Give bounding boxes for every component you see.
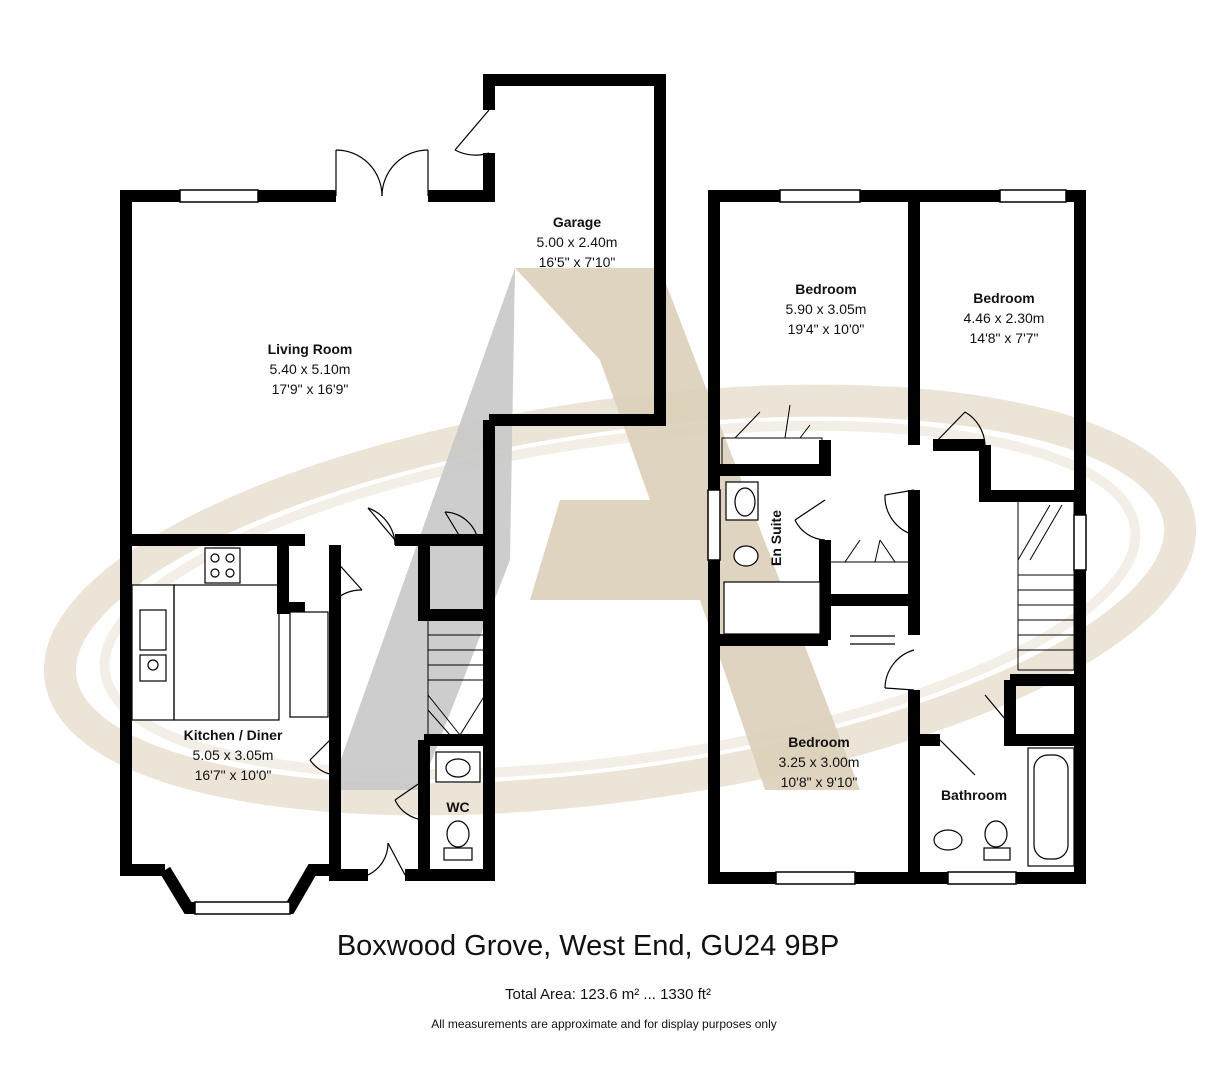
bedroom-2-imperial: 14'8" x 7'7" (970, 330, 1039, 346)
property-address: Boxwood Grove, West End, GU24 9BP (336, 930, 840, 962)
bathroom-label: Bathroom (941, 787, 1007, 803)
garage-imperial: 16'5" x 7'10" (539, 254, 616, 270)
windows-first (707, 189, 1087, 885)
bedroom-2-metric: 4.46 x 2.30m (964, 310, 1045, 326)
bathroom-fittings (933, 747, 1075, 867)
first-floor (707, 189, 1087, 885)
living-room-label: Living Room (268, 341, 353, 357)
bedroom-2-label: Bedroom (973, 290, 1034, 306)
disclaimer: All measurements are approximate and for… (431, 1017, 777, 1031)
wc-label: WC (446, 799, 469, 815)
garage-label: Garage (553, 214, 601, 230)
bedroom-3-metric: 3.25 x 3.00m (779, 754, 860, 770)
bedroom-1-label: Bedroom (795, 281, 856, 297)
wardrobes (721, 404, 913, 597)
kitchen-metric: 5.05 x 3.05m (193, 747, 274, 763)
bedroom-1-imperial: 19'4" x 10'0" (788, 321, 865, 337)
stairs-first (1017, 499, 1075, 671)
first-door-swings (794, 411, 1011, 776)
living-room-imperial: 17'9" x 16'9" (272, 381, 349, 397)
ensuite-label: En Suite (768, 510, 784, 566)
kitchen-units (131, 547, 329, 721)
room-labels: Garage 5.00 x 2.40m 16'5" x 7'10" Living… (184, 214, 1045, 815)
bedroom-3-imperial: 10'8" x 9'10" (781, 774, 858, 790)
windows-ground (179, 189, 291, 915)
ground-floor-walls (120, 153, 495, 914)
kitchen-label: Kitchen / Diner (184, 727, 283, 743)
french-doors (335, 149, 429, 197)
ground-floor (120, 74, 666, 915)
kitchen-imperial: 16'7" x 10'0" (195, 767, 272, 783)
stairs-ground (427, 619, 486, 736)
wc-fittings (435, 751, 481, 861)
bedroom-3-label: Bedroom (788, 734, 849, 750)
ensuite-fittings (723, 481, 821, 635)
garage-metric: 5.00 x 2.40m (537, 234, 618, 250)
bedroom-1-metric: 5.90 x 3.05m (786, 301, 867, 317)
ground-door-swings (309, 507, 479, 876)
garage-door-swing (454, 109, 490, 156)
total-area: Total Area: 123.6 m² ... 1330 ft² (505, 986, 711, 1003)
garage-walls (483, 74, 666, 426)
living-room-metric: 5.40 x 5.10m (270, 361, 351, 377)
first-floor-walls (708, 190, 1086, 884)
